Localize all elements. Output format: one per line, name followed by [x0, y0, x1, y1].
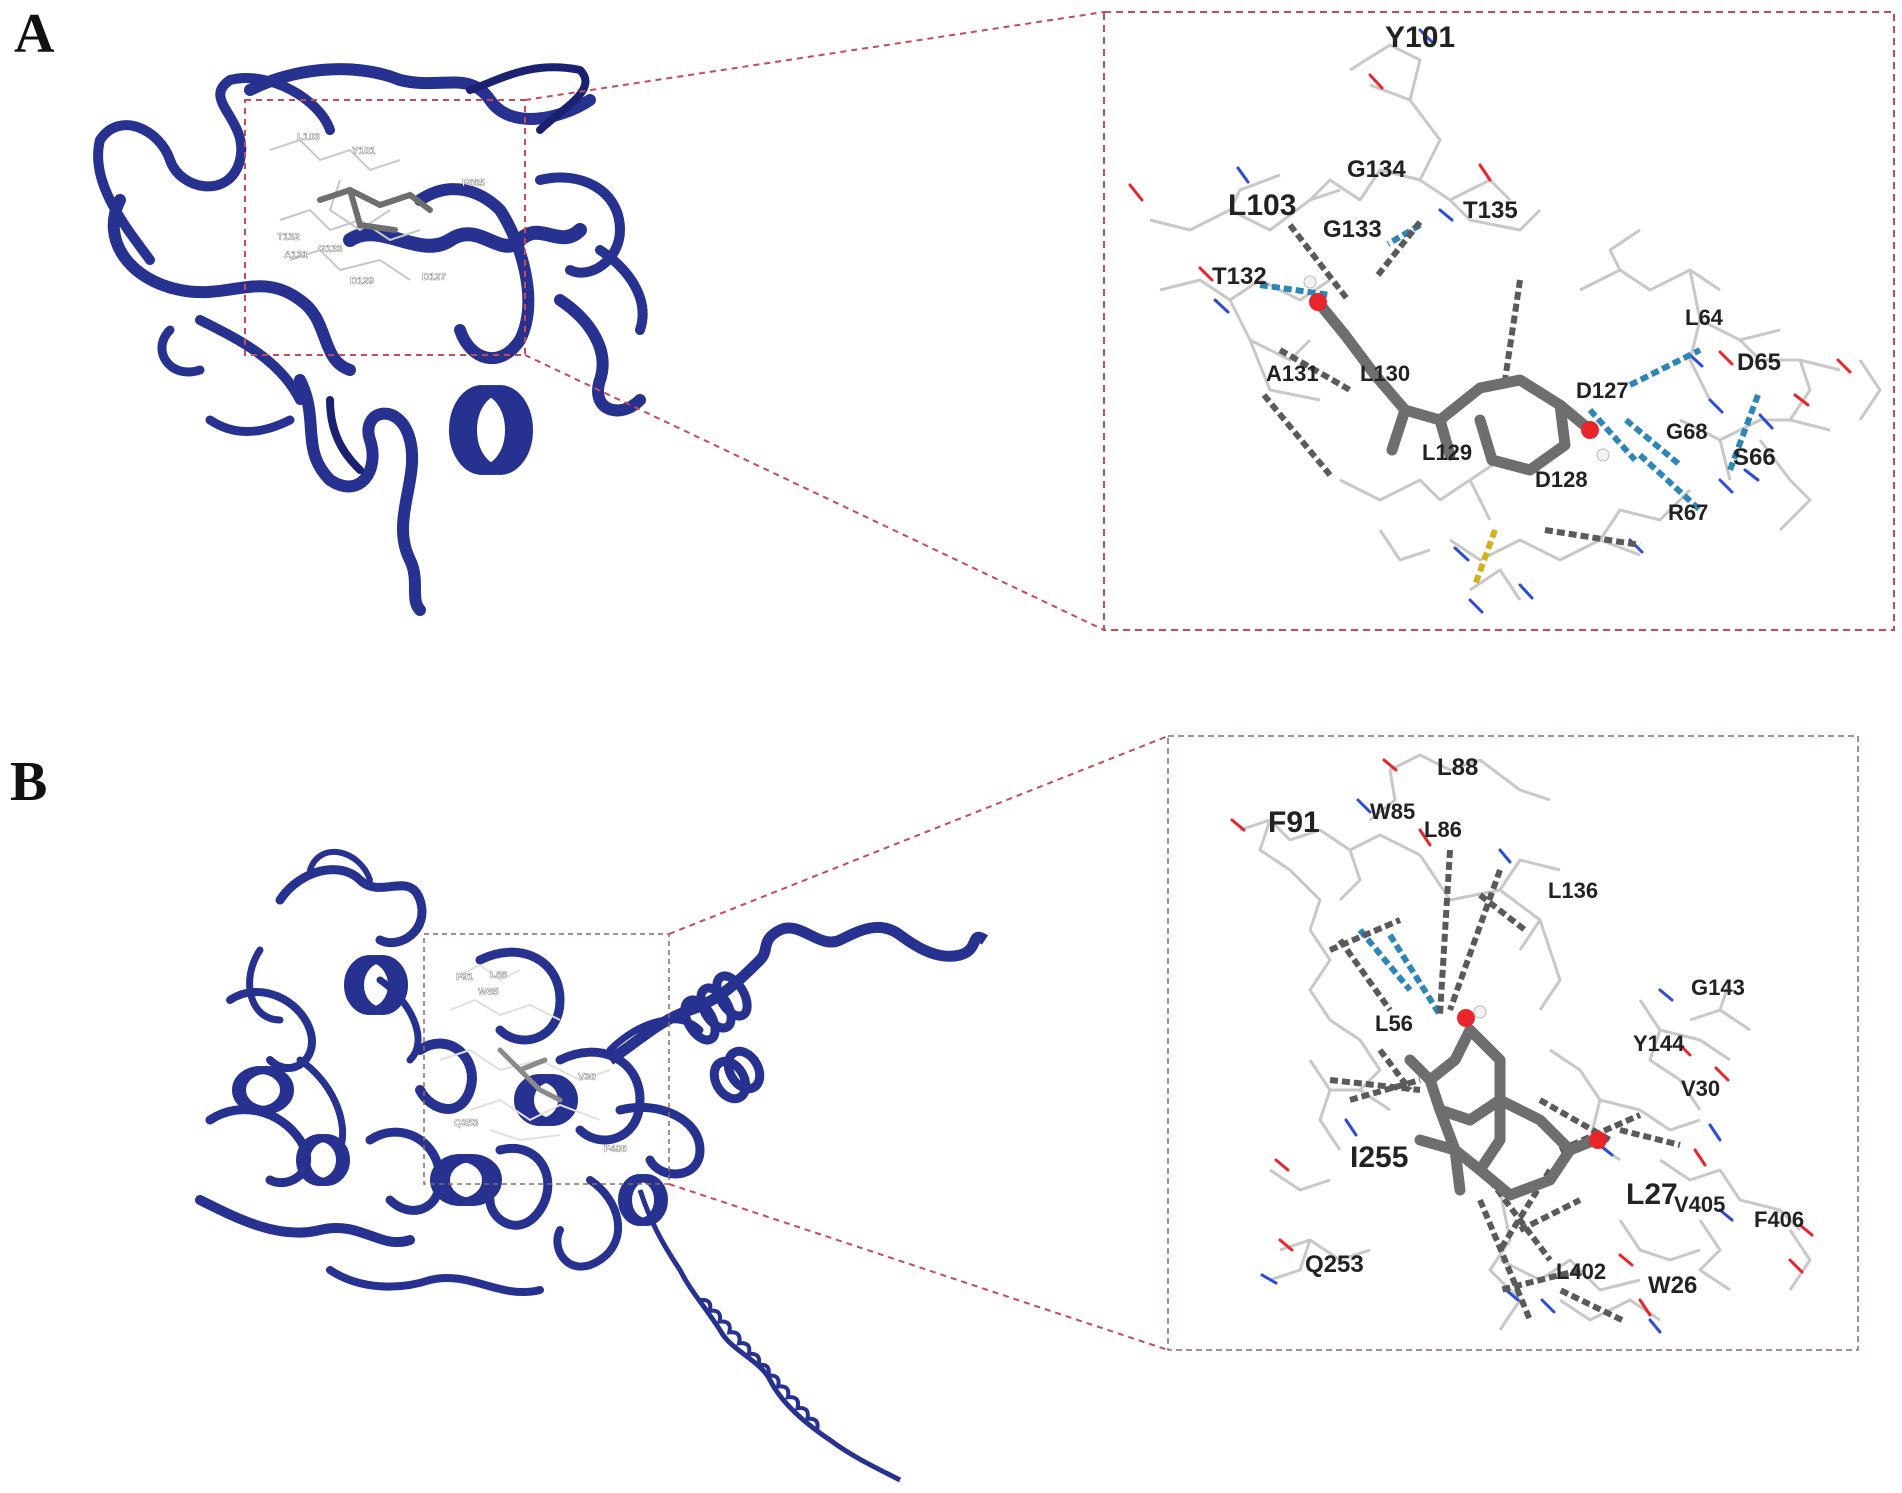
residue-label: D127	[1576, 378, 1629, 403]
overview-label: F665	[462, 178, 485, 189]
residue-label: S66	[1733, 444, 1776, 471]
residue-label: T132	[1212, 263, 1267, 290]
residue-label: Y101	[1385, 21, 1455, 54]
zoom-region-b	[423, 933, 670, 1185]
residue-sticks-b	[1239, 753, 1812, 1331]
zoom-connector-a-bottom	[524, 354, 1105, 631]
residue-label: A131	[1266, 361, 1319, 386]
zoom-connector-b-bottom	[668, 1183, 1169, 1351]
helix-a	[449, 385, 533, 475]
helices-b	[232, 955, 668, 1226]
residue-label: L129	[1422, 440, 1472, 465]
residue-label: L402	[1556, 1259, 1606, 1284]
residue-label: G133	[1323, 216, 1382, 243]
protein-tail-b	[637, 1189, 902, 1483]
residue-label: L64	[1685, 305, 1724, 330]
overview-label: D129	[350, 276, 374, 287]
residue-label: F91	[1268, 806, 1320, 839]
heteroatoms-b	[1230, 758, 1814, 1334]
overview-label: W85	[478, 987, 499, 998]
helix-arm-b-turns	[680, 971, 765, 1104]
overview-label: D127	[422, 272, 446, 283]
residue-label: L56	[1375, 1011, 1413, 1036]
residue-label: D128	[1535, 467, 1588, 492]
overview-label: T132	[277, 232, 300, 243]
residue-label: Y144	[1633, 1031, 1685, 1056]
overview-label: L103	[297, 132, 320, 143]
residue-label: L88	[1437, 754, 1478, 781]
residue-label: V30	[1681, 1076, 1720, 1101]
overview-labels-a: L103 Y101 F665 T132 G133 A131 D129 D127	[277, 132, 486, 287]
overview-label: L88	[490, 970, 508, 981]
residue-label: V405	[1674, 1192, 1725, 1217]
ligand-atoms-a	[1303, 275, 1610, 462]
residue-label: L130	[1360, 361, 1410, 386]
overview-ligand-a	[317, 186, 433, 233]
residue-label: I255	[1350, 1141, 1408, 1174]
ligand-atoms-b	[1457, 1005, 1607, 1149]
residue-label: G68	[1666, 419, 1708, 444]
overview-label: V30	[578, 1072, 596, 1083]
overview-label: F91	[456, 972, 474, 983]
residue-sticks-a	[1149, 43, 1882, 601]
panel-a-letter: A	[14, 3, 55, 65]
residue-label: D65	[1737, 349, 1781, 376]
panel-b: B	[10, 735, 1859, 1483]
residue-label: R67	[1668, 500, 1708, 525]
residue-labels-b: L88 F91 W85 L86 L136 G143 L56 Y144 V30 I…	[1268, 754, 1804, 1299]
overview-label: Q253	[454, 1118, 479, 1129]
ligand-a	[1312, 296, 1596, 476]
overview-label: F406	[604, 1144, 627, 1155]
residue-label: L103	[1228, 189, 1296, 222]
residue-label: L27	[1626, 1178, 1678, 1211]
protein-tail-b-coil	[699, 1297, 820, 1431]
overview-labels-b: F91 L88 W85 V30 Q253 F406	[454, 970, 628, 1155]
zoom-box-b	[1167, 735, 1859, 1351]
overview-sticks-a	[269, 138, 421, 281]
zoom-connector-a-top	[524, 11, 1105, 101]
overview-label: G133	[318, 244, 343, 255]
overview-sticks-b	[439, 963, 611, 1142]
overview-label: A131	[284, 250, 308, 261]
zoom-connector-b-top	[668, 735, 1169, 935]
overview-label: Y101	[352, 146, 376, 157]
heteroatoms-a	[1128, 28, 1852, 614]
interactions-a	[1259, 220, 1761, 587]
residue-labels-a: Y101 G134 L103 T135 G133 T132 L64 D65 A1…	[1212, 21, 1781, 525]
residue-label: F406	[1754, 1207, 1804, 1232]
panel-b-letter: B	[10, 751, 47, 813]
residue-label: G134	[1347, 156, 1406, 183]
residue-label: G143	[1691, 975, 1745, 1000]
residue-label: L86	[1424, 817, 1462, 842]
panel-a: A	[14, 3, 1895, 631]
overview-ligand-b	[497, 1047, 563, 1103]
residue-label: W26	[1648, 1272, 1697, 1299]
residue-label: Q253	[1305, 1251, 1364, 1278]
zoom-region-a	[244, 99, 526, 356]
residue-label: L136	[1548, 878, 1598, 903]
residue-label: W85	[1370, 799, 1415, 824]
helix-arm-b	[606, 921, 989, 1065]
zoom-box-a	[1103, 11, 1895, 631]
residue-label: T135	[1463, 197, 1518, 224]
